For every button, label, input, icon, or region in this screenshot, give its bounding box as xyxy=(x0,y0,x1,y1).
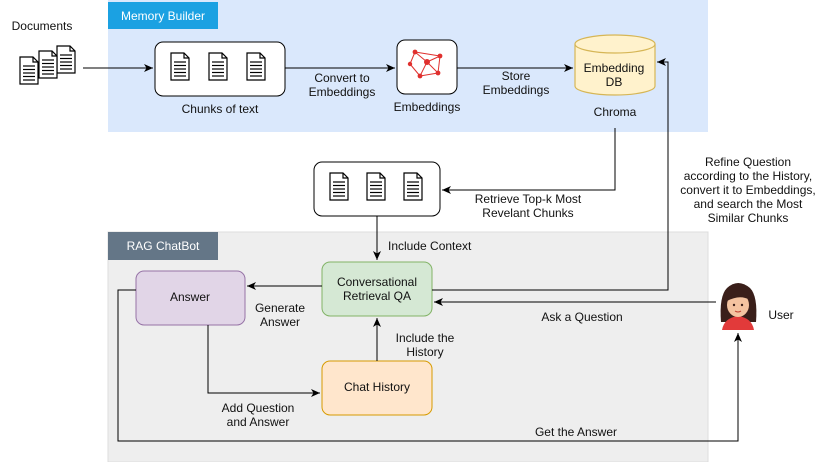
embedding-db-label-line1: Embedding xyxy=(584,61,645,75)
memory-builder-title: Memory Builder xyxy=(121,9,205,23)
documents-label: Documents xyxy=(12,19,73,33)
ask-question-label: Ask a Question xyxy=(541,310,622,324)
documents-icon xyxy=(19,45,76,85)
document-icon xyxy=(403,172,423,201)
store-embeddings-label-line2: Embeddings xyxy=(483,83,550,97)
document-icon xyxy=(329,172,349,201)
embeddings-label: Embeddings xyxy=(394,100,461,114)
woman-avatar-icon xyxy=(720,283,757,330)
include-history-label-line1: Include the xyxy=(396,331,455,345)
include-context-label: Include Context xyxy=(388,239,472,253)
document-icon xyxy=(366,172,386,201)
add-question-answer-label-line2: and Answer xyxy=(227,415,290,429)
refine-question-label-line3: convert it to Embeddings, xyxy=(680,183,815,197)
embeddings-box xyxy=(396,39,458,95)
answer-to-user-arrow xyxy=(117,289,742,442)
answer-node xyxy=(135,270,246,326)
convert-to-embeddings-label-line2: Embeddings xyxy=(309,85,376,99)
conversational-qa-label-line2: Retrieval QA xyxy=(343,289,411,303)
convert-to-embeddings-label-line1: Convert to xyxy=(314,71,370,85)
get-answer-label: Get the Answer xyxy=(535,425,617,439)
cylinder-database-icon xyxy=(574,34,656,96)
refine-question-label-line5: Similar Chunks xyxy=(708,211,789,225)
include-history-label-line2: History xyxy=(406,345,443,359)
user-label: User xyxy=(768,308,793,322)
chroma-label: Chroma xyxy=(594,105,637,119)
document-icon xyxy=(246,52,266,81)
refine-question-label-line1: Refine Question xyxy=(705,155,791,169)
generate-answer-label-line1: Generate xyxy=(255,301,305,315)
conversational-qa-node xyxy=(321,261,433,317)
answer-to-history-arrow xyxy=(207,325,320,397)
rag-chatbot-title: RAG ChatBot xyxy=(127,239,200,253)
answer-label: Answer xyxy=(170,290,210,304)
generate-answer-label-line2: Answer xyxy=(260,315,300,329)
retrieved-chunks-node xyxy=(313,161,441,217)
refine-question-label-line4: and search the Most xyxy=(694,197,803,211)
document-icon xyxy=(170,52,190,81)
qa-to-db-arrow xyxy=(432,58,669,291)
chat-history-label: Chat History xyxy=(344,380,410,394)
memory-builder-tab xyxy=(108,2,218,29)
db-to-retrieved-arrow xyxy=(442,128,616,194)
rag-chatbot-tab xyxy=(108,232,218,260)
conversational-qa-label-line1: Conversational xyxy=(337,275,417,289)
embeddings-node xyxy=(396,39,458,95)
retrieve-top-k-label-line1: Retrieve Top-k Most xyxy=(475,192,582,206)
retrieve-top-k-label-line2: Revelant Chunks xyxy=(482,206,573,220)
chunks-of-text-label: Chunks of text xyxy=(182,102,259,116)
chunks-of-text-node xyxy=(154,41,286,97)
add-question-answer-label-line1: Add Question xyxy=(222,401,295,415)
network-graph-icon xyxy=(407,49,443,79)
embedding-db-label-line2: DB xyxy=(606,75,623,89)
refine-question-label-line2: according to the History, xyxy=(684,169,813,183)
document-icon xyxy=(208,52,228,81)
store-embeddings-label-line1: Store xyxy=(502,69,531,83)
